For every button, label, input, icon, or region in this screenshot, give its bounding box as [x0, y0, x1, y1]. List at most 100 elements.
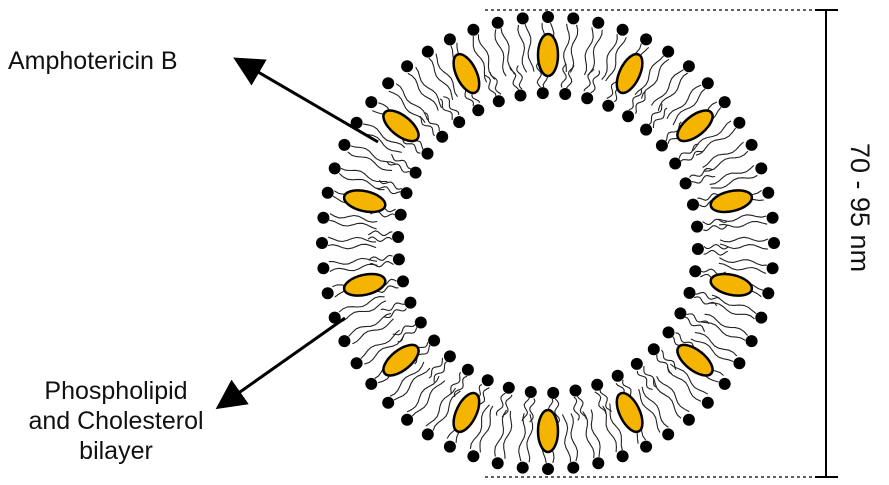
outer-lipid: [316, 236, 377, 250]
lipid-head: [443, 350, 456, 363]
lipid-tail: [636, 370, 653, 391]
lipid-tail: [350, 145, 396, 165]
inner-lipid: [509, 65, 527, 102]
lipid-tail: [453, 375, 468, 397]
lipid-tail: [703, 225, 728, 232]
lipid-tail: [386, 161, 410, 173]
outer-lipid: [718, 211, 779, 228]
lipid-tail: [439, 98, 453, 120]
bilayer-label-line2: and Cholesterol: [28, 407, 204, 435]
lipid-head: [630, 357, 643, 370]
lipid-tail: [666, 84, 702, 120]
lipid-head: [421, 147, 434, 160]
lipid-head: [400, 187, 413, 200]
outer-lipid: [421, 45, 458, 101]
lipid-tail: [518, 413, 526, 462]
lipid-head: [766, 211, 779, 224]
lipid-head: [404, 296, 417, 309]
lipid-tail: [561, 414, 572, 462]
inner-lipid: [559, 63, 575, 100]
lipid-head: [365, 96, 378, 109]
lipid-tail: [501, 394, 513, 418]
lipid-head: [640, 33, 653, 46]
amphotericin-b-molecule: [615, 52, 644, 95]
lipid-tail: [709, 165, 755, 185]
lipid-head: [461, 363, 474, 376]
lipid-tail: [433, 361, 448, 383]
lipid-head: [491, 457, 504, 470]
lipid-head: [591, 378, 604, 391]
outer-lipid: [709, 162, 768, 189]
lipid-head: [467, 23, 480, 36]
lipid-tail: [521, 397, 530, 422]
lipid-tail: [693, 296, 718, 307]
inner-lipid: [439, 96, 466, 129]
lipid-tail: [535, 63, 542, 88]
lipid-tail: [609, 403, 623, 451]
inner-lipid: [679, 167, 716, 190]
bilayer-callout-arrow: [215, 316, 346, 410]
lipid-tail: [425, 387, 456, 427]
lipid-head: [674, 307, 687, 320]
lipid-tail: [718, 214, 767, 222]
lipid-head: [567, 461, 580, 474]
bilayer-label-line3: bilayer: [79, 437, 153, 465]
lipid-head: [682, 60, 695, 73]
lipid-head: [640, 440, 653, 453]
lipid-tail: [327, 243, 377, 250]
inner-lipid: [640, 103, 668, 136]
lipid-tail: [560, 63, 567, 88]
lipid-tail: [690, 338, 734, 363]
amphotericin-b-molecule: [342, 272, 387, 297]
amphotericin-b-molecule: [676, 343, 714, 377]
lipid-tail: [703, 243, 729, 250]
lipid-head: [592, 457, 605, 470]
lipid-head: [401, 60, 414, 73]
lipid-tail: [347, 151, 393, 171]
amphotericin-b-molecule: [382, 343, 420, 377]
lipid-tail: [678, 143, 699, 159]
lipid-tail: [665, 121, 682, 142]
lipid-head: [745, 138, 758, 151]
lipid-tail: [590, 409, 601, 458]
bilayer-label: Phospholipid and Cholesterol bilayer: [0, 376, 232, 466]
lipid-tail: [703, 249, 729, 256]
inner-lipid: [392, 316, 427, 343]
lipid-tail: [702, 141, 744, 168]
inner-lipid: [647, 343, 677, 375]
lipid-head: [691, 220, 704, 233]
lipid-tail: [650, 69, 684, 106]
lipid-tail: [419, 115, 435, 137]
lipid-head: [602, 99, 615, 112]
lipid-tail: [407, 72, 439, 111]
lipid-head: [662, 326, 675, 339]
lipid-head: [567, 12, 580, 25]
lipid-tail: [517, 24, 528, 73]
lipid-tail: [364, 336, 405, 365]
inner-lipid: [376, 179, 413, 200]
amphotericin-b-molecule: [382, 109, 420, 143]
lipid-tail: [711, 294, 757, 315]
lipid-head: [581, 92, 594, 105]
outer-lipid: [583, 16, 605, 77]
lipid-tail: [704, 313, 749, 336]
lipid-tail: [657, 72, 689, 112]
lipid-tail: [653, 378, 682, 419]
lipid-head: [443, 440, 456, 453]
lipid-head: [317, 262, 330, 275]
lipid-tail: [360, 329, 400, 359]
outer-lipid: [516, 12, 535, 73]
lipid-head: [689, 265, 702, 278]
outer-lipid: [709, 294, 768, 324]
lipid-tail: [340, 167, 388, 183]
inner-lipid: [419, 111, 449, 143]
lipid-head: [502, 381, 515, 394]
lipid-tail: [428, 357, 444, 379]
outer-lipid: [382, 361, 431, 409]
lipid-tail: [689, 167, 713, 178]
lipid-tail: [587, 29, 603, 77]
outer-lipid: [491, 409, 513, 470]
lipid-head: [762, 186, 775, 199]
lipid-tail: [576, 395, 587, 420]
lipid-head: [328, 311, 341, 324]
